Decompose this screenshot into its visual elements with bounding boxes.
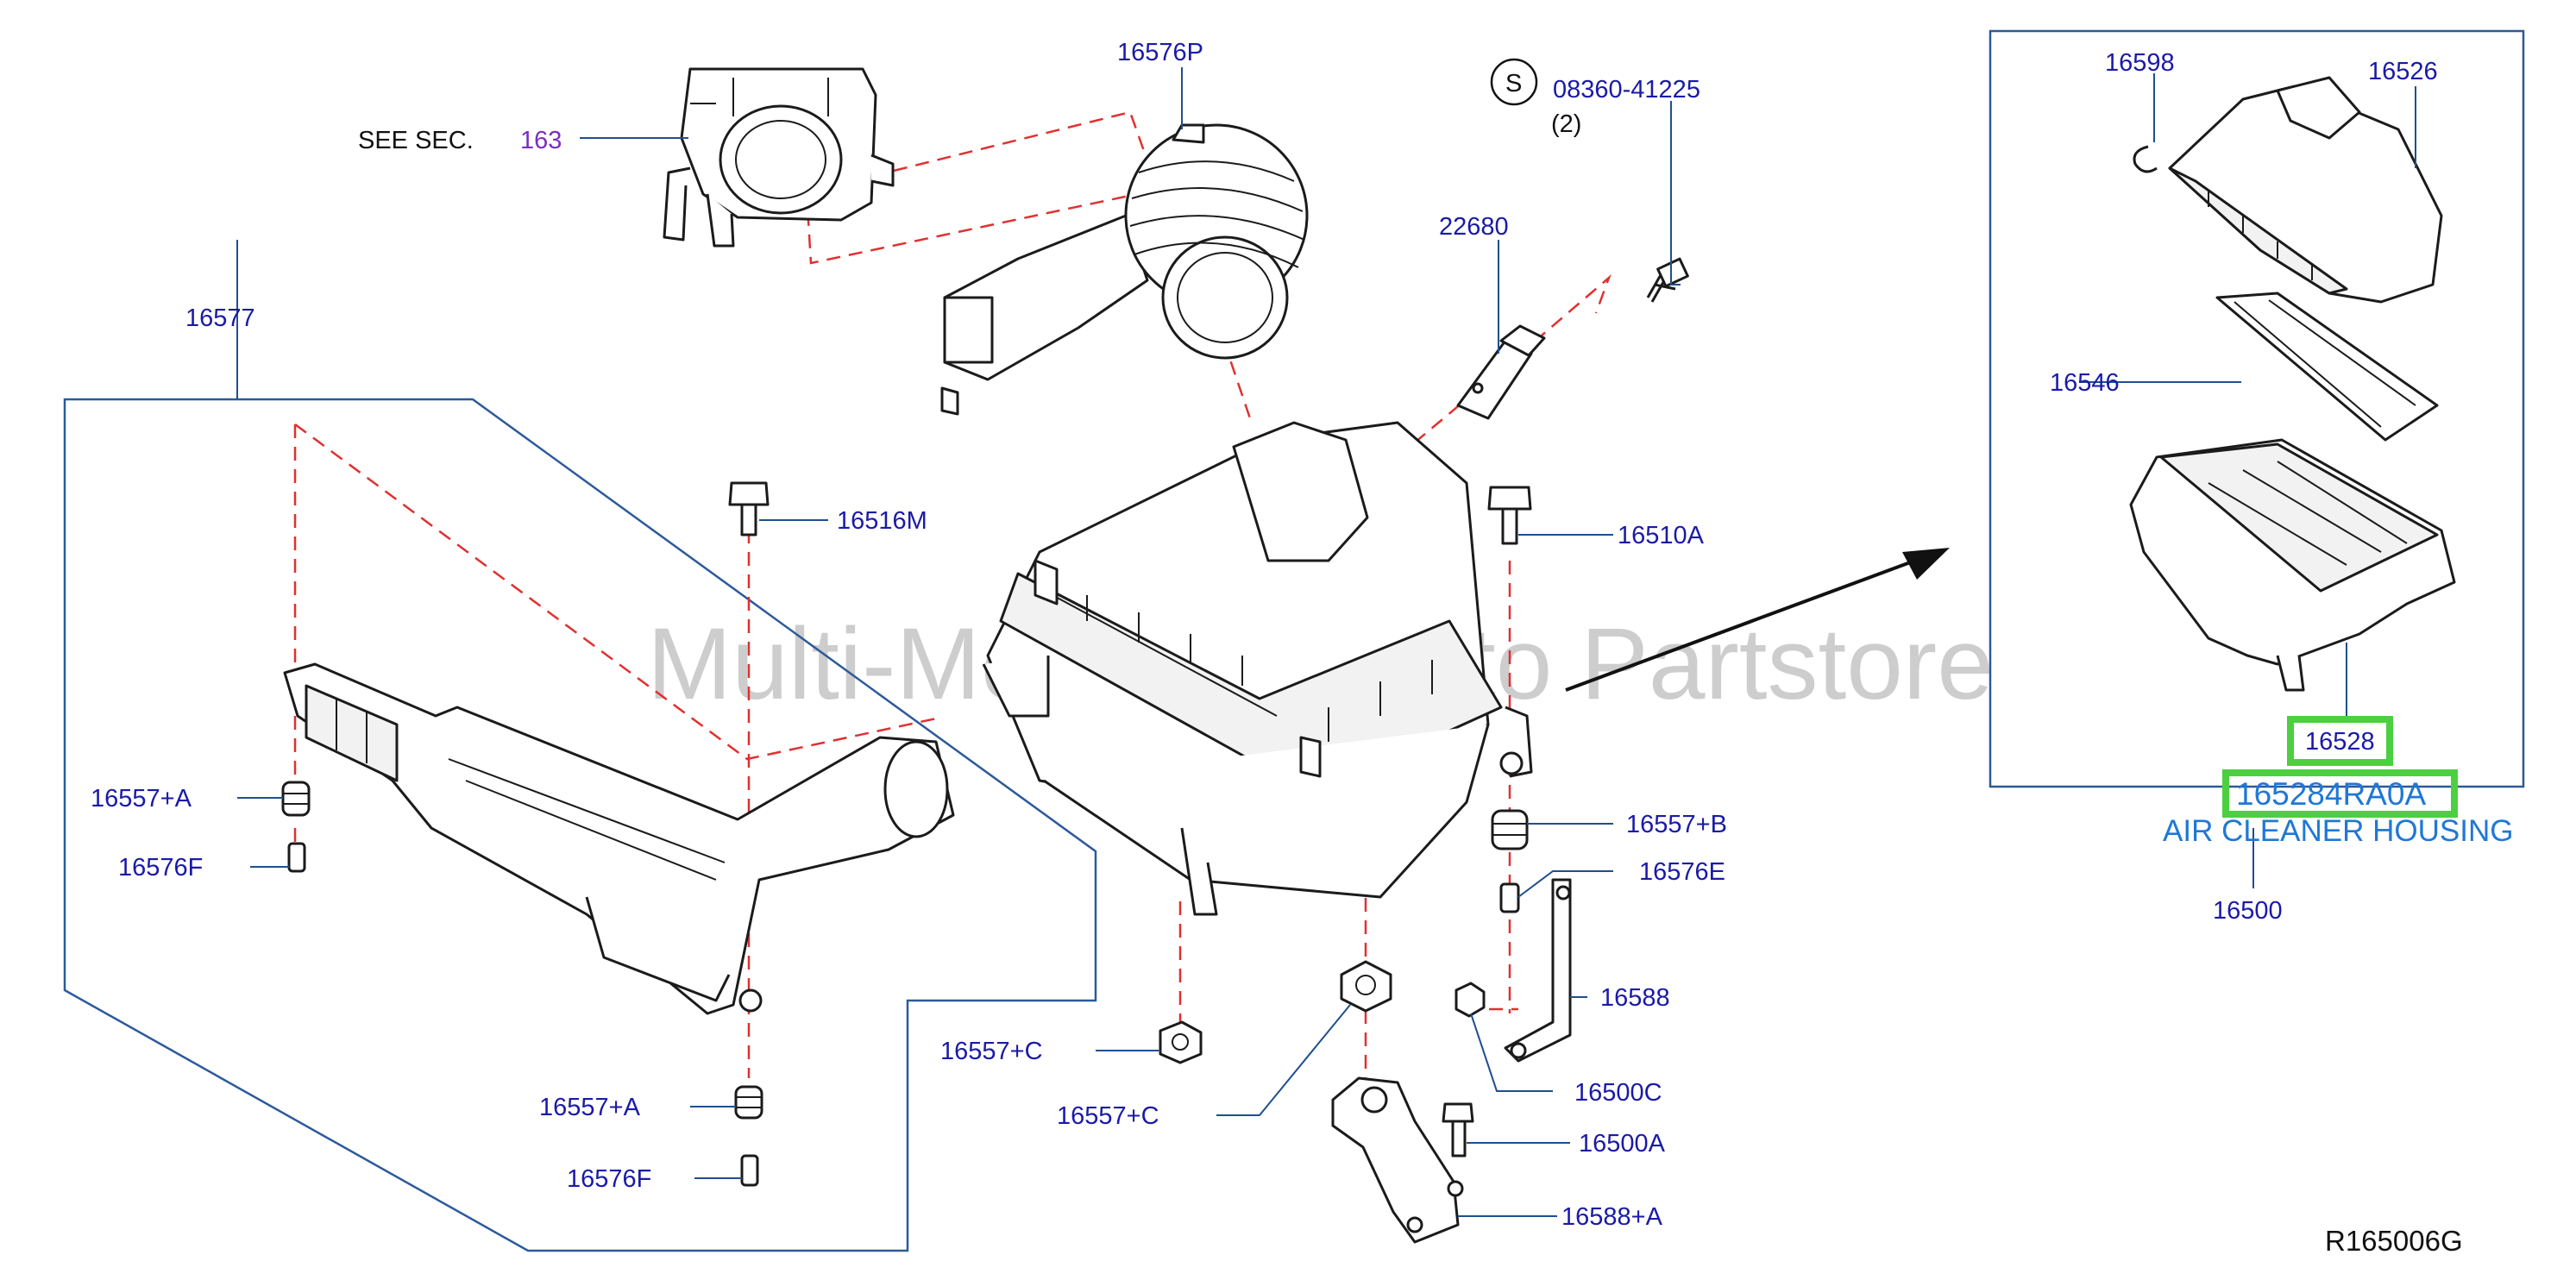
- part-16528-highlight: [2287, 716, 2393, 766]
- bolt-16516M: [728, 481, 770, 536]
- part-label-22680[interactable]: 22680: [1439, 213, 1509, 241]
- oem-number-highlight: [2222, 769, 2458, 818]
- part-label-16510A[interactable]: 16510A: [1618, 522, 1705, 549]
- sensor: [1456, 324, 1546, 420]
- bracket-16588A: [1331, 1076, 1464, 1244]
- oem-part-number[interactable]: 165284RA0A: [2236, 776, 2426, 812]
- bolt-16500A: [1442, 1102, 1474, 1158]
- screw: [1646, 257, 1689, 303]
- pin-16576F-bottom: [740, 1154, 759, 1187]
- part-label-16577[interactable]: 16577: [185, 304, 255, 332]
- part-label-16546[interactable]: 16546: [2050, 369, 2120, 397]
- duct-group-outline: [63, 398, 1097, 1252]
- part-label-16557A-left[interactable]: 16557+A: [91, 785, 192, 813]
- part-label-16576F-left[interactable]: 16576F: [118, 854, 203, 882]
- grommet-16557C: [1340, 960, 1392, 1013]
- grommet-16557A-left: [281, 781, 311, 817]
- part-label-16576F-bottom[interactable]: 16576F: [567, 1165, 651, 1193]
- part-label-16500A[interactable]: 16500A: [1579, 1130, 1666, 1158]
- bracket-16588: [1504, 878, 1572, 1063]
- air-duct: [283, 662, 955, 1015]
- part-label-16557C-b[interactable]: 16557+C: [1057, 1102, 1159, 1130]
- nut-16557C: [1159, 1020, 1203, 1064]
- air-cleaner-body-16528: [2129, 438, 2456, 692]
- screw-quantity: (2): [1551, 110, 1581, 138]
- part-label-16557C-a[interactable]: 16557+C: [940, 1038, 1043, 1065]
- see-section-text: SEE SEC.: [358, 127, 474, 154]
- pin-16576E: [1499, 882, 1520, 913]
- part-label-16576P[interactable]: 16576P: [1117, 39, 1203, 66]
- part-label-16500[interactable]: 16500: [2213, 897, 2283, 925]
- part-label-16526[interactable]: 16526: [2368, 58, 2438, 85]
- bolt-16510A: [1487, 486, 1532, 545]
- grommet-16557B: [1491, 809, 1529, 850]
- diagram-reference-code: R165006G: [2325, 1225, 2463, 1257]
- air-filter-16546: [2215, 292, 2439, 442]
- see-section-number[interactable]: 163: [520, 127, 562, 154]
- svg-text:S: S: [1505, 70, 1522, 97]
- part-label-16588A[interactable]: 16588+A: [1561, 1203, 1663, 1231]
- part-label-16528[interactable]: 16528: [2305, 728, 2375, 756]
- part-label-16557A-bottom[interactable]: 16557+A: [539, 1094, 641, 1121]
- part-label-16516M[interactable]: 16516M: [837, 507, 927, 535]
- exploded-view-arrow: [1565, 548, 1950, 692]
- part-label-16576E[interactable]: 16576E: [1639, 858, 1725, 886]
- throttle-body: [663, 67, 895, 248]
- part-label-16500C[interactable]: 16500C: [1574, 1079, 1662, 1107]
- pin-16576F-left: [287, 842, 306, 873]
- clip-16598: [2133, 145, 2158, 173]
- air-cleaner-assembly: [982, 421, 1533, 916]
- part-label-16557B[interactable]: 16557+B: [1626, 811, 1727, 838]
- nut-16500C: [1454, 982, 1486, 1018]
- screw-symbol: S: [1490, 58, 1538, 106]
- oem-description: AIR CLEANER HOUSING: [2163, 814, 2513, 848]
- air-flow-meter: [940, 123, 1309, 416]
- part-label-08360-41225[interactable]: 08360-41225: [1553, 76, 1700, 104]
- grommet-16557A-bottom: [734, 1085, 763, 1120]
- part-label-16588[interactable]: 16588: [1600, 984, 1670, 1012]
- part-label-16598[interactable]: 16598: [2105, 49, 2175, 77]
- exploded-view-box: [1989, 29, 2525, 788]
- leader-lines: [236, 67, 2416, 1217]
- air-cleaner-cover-16526: [2168, 76, 2443, 304]
